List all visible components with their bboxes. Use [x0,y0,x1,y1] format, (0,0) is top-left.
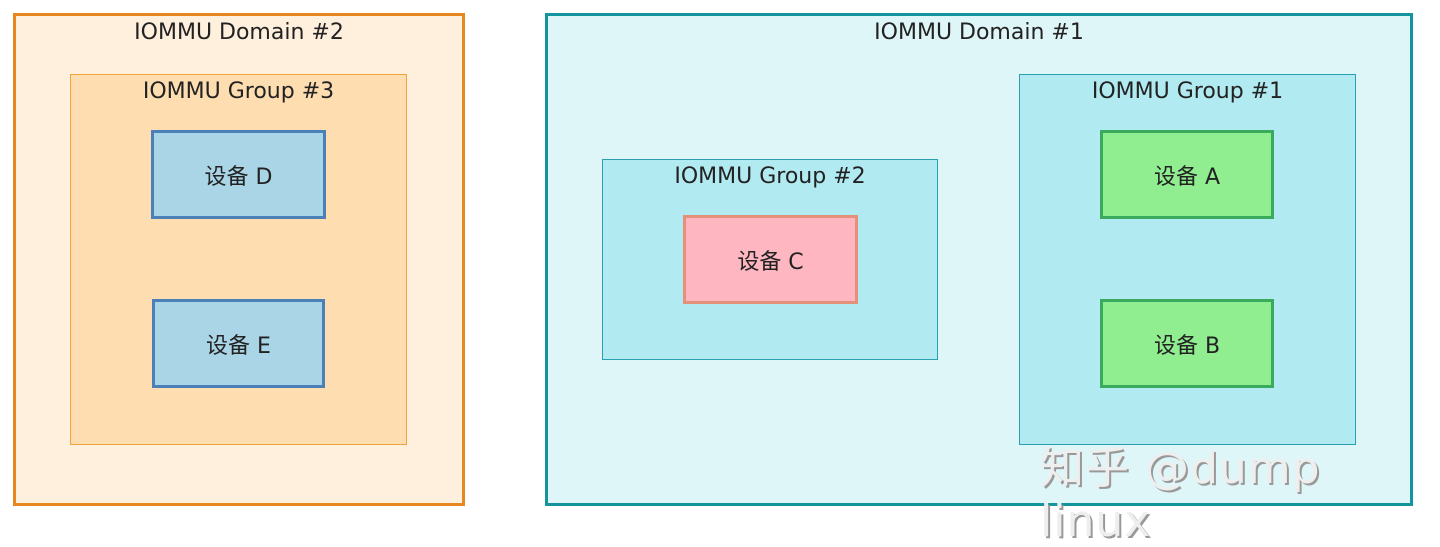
device-a: 设备 A [1100,130,1274,219]
group-label: IOMMU Group #1 [1091,79,1284,104]
device-d: 设备 D [151,130,326,219]
group-label: IOMMU Group #3 [142,79,335,104]
group-label: IOMMU Group #2 [674,164,866,189]
device-c: 设备 C [683,215,858,304]
device-b: 设备 B [1100,299,1274,388]
watermark: 知乎 @dump linux [1040,443,1321,547]
domain-label: IOMMU Domain #2 [134,20,344,45]
domain-label: IOMMU Domain #1 [874,20,1084,45]
device-e: 设备 E [152,299,325,388]
